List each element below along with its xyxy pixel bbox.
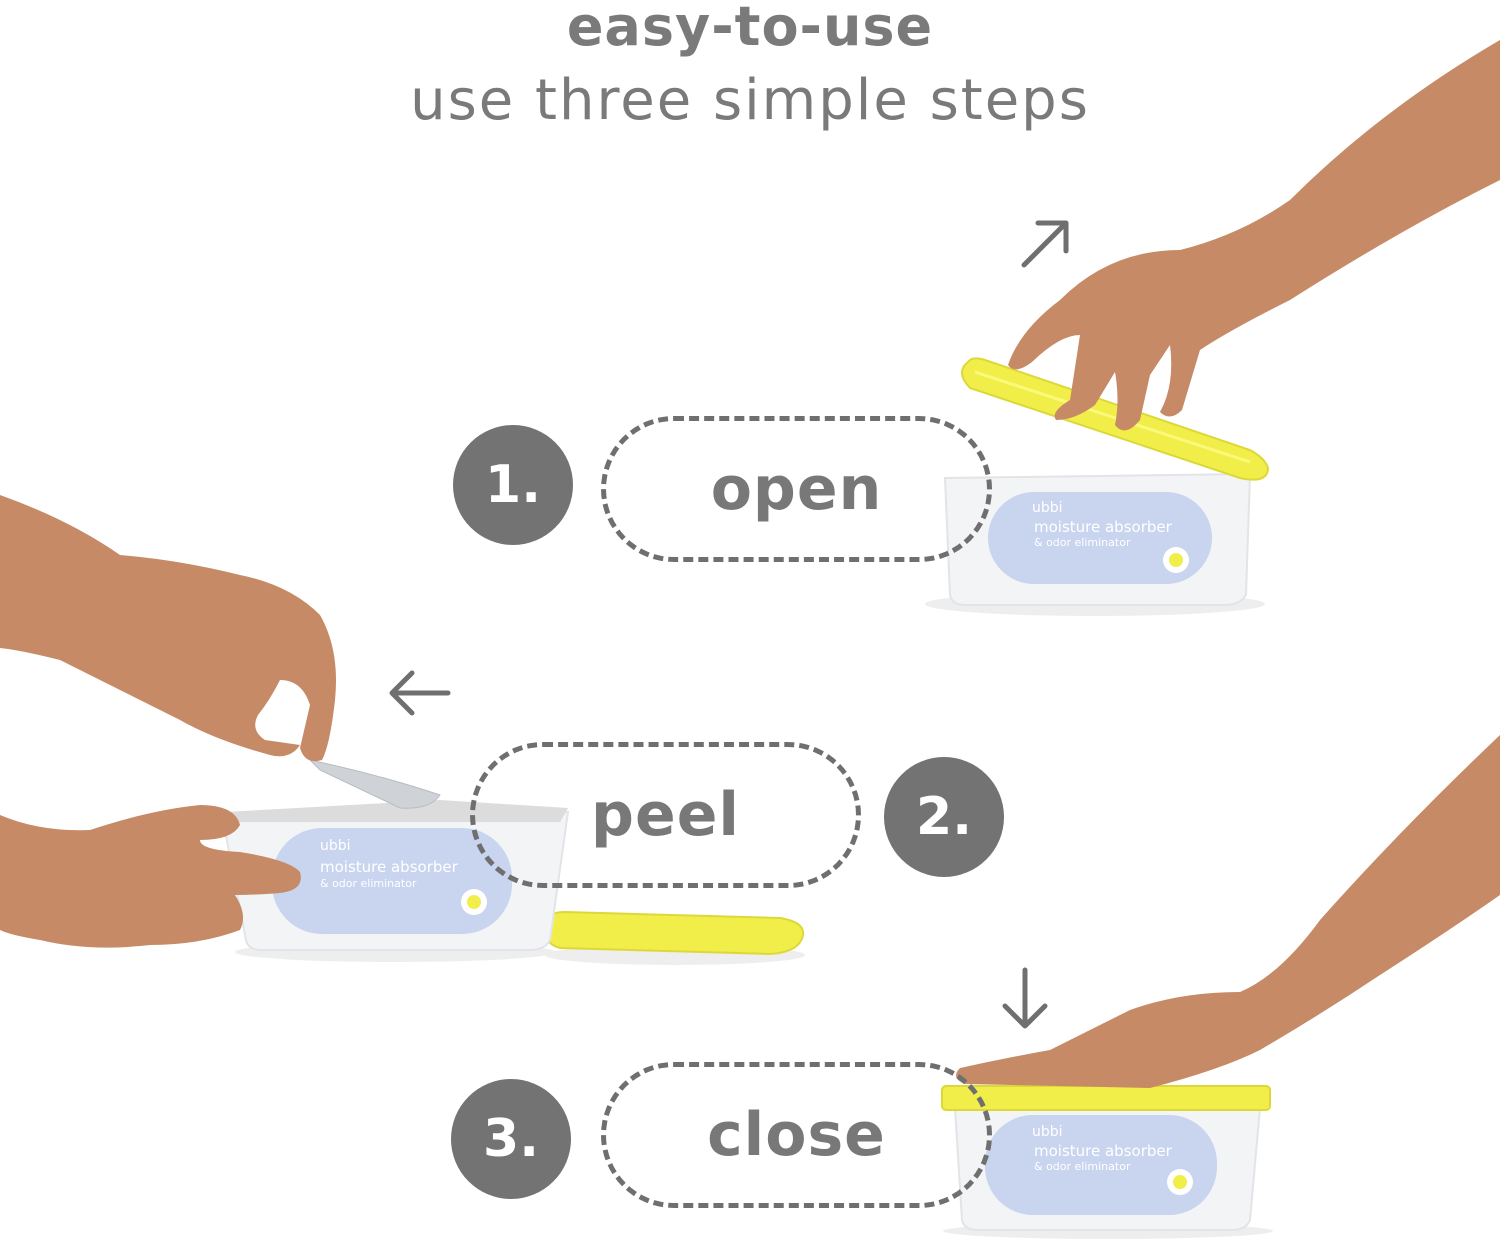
step1-product-name: moisture absorber bbox=[1034, 518, 1173, 536]
step2-product-tagline: & odor eliminator bbox=[320, 877, 417, 890]
step-1-number: 1. bbox=[453, 425, 573, 545]
step1-container: ubbi moisture absorber & odor eliminator bbox=[925, 472, 1265, 616]
step1-lid bbox=[961, 357, 1270, 481]
step-3-number: 3. bbox=[451, 1079, 571, 1199]
step3-product-tagline: & odor eliminator bbox=[1034, 1160, 1131, 1173]
step1-product-label bbox=[988, 492, 1212, 584]
step3-container: ubbi moisture absorber & odor eliminator bbox=[943, 1107, 1273, 1239]
step3-product-label bbox=[985, 1115, 1217, 1215]
step2-product-label bbox=[272, 828, 512, 934]
arrow-down-icon bbox=[1000, 966, 1050, 1032]
step2-upper-hand bbox=[0, 495, 336, 762]
step2-product-name: moisture absorber bbox=[320, 858, 459, 876]
step-3-label: close bbox=[601, 1062, 992, 1208]
page-title: easy-to-use bbox=[566, 0, 934, 58]
step-1-label: open bbox=[601, 416, 992, 562]
step1-brand-text: ubbi bbox=[1032, 500, 1063, 516]
step2-brand-text: ubbi bbox=[320, 838, 351, 854]
step1-product-tagline: & odor eliminator bbox=[1034, 536, 1131, 549]
step1-hand bbox=[1008, 40, 1500, 431]
step2-lid bbox=[545, 910, 805, 965]
step-2-number: 2. bbox=[884, 757, 1004, 877]
step3-brand-text: ubbi bbox=[1032, 1124, 1063, 1140]
step-2-label: peel bbox=[470, 742, 861, 888]
step3-lid bbox=[941, 1085, 1271, 1111]
step2-lower-hand bbox=[0, 805, 301, 948]
step3-hand bbox=[956, 735, 1500, 1088]
arrow-up-right-icon bbox=[1018, 217, 1072, 271]
arrow-left-icon bbox=[386, 668, 452, 718]
step3-product-name: moisture absorber bbox=[1034, 1142, 1173, 1160]
page-subtitle: use three simple steps bbox=[410, 68, 1090, 133]
